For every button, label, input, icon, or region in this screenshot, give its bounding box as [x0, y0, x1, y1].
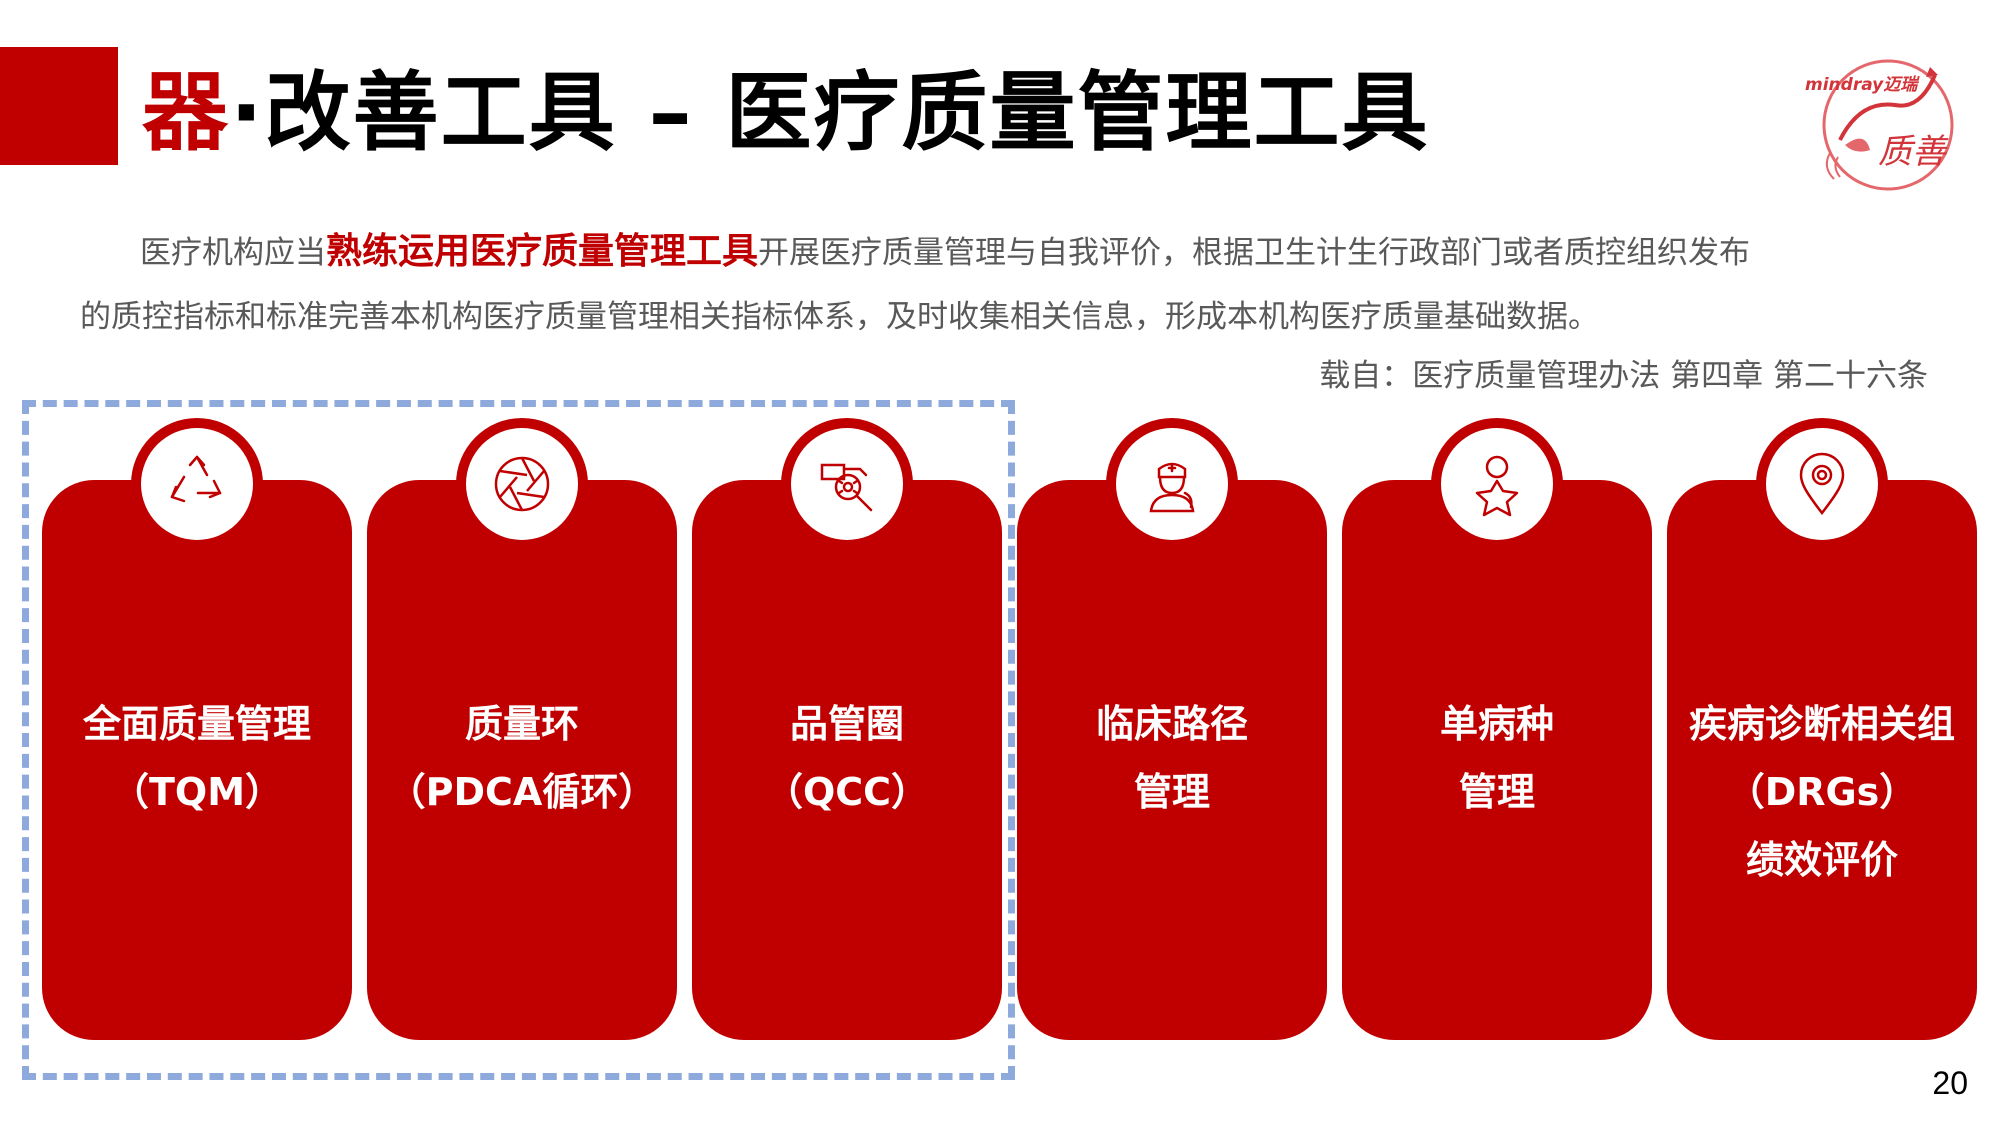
citation-source: 载自：医疗质量管理办法 第四章 第二十六条	[1319, 358, 1928, 394]
mindray-seal-logo: 质善	[1822, 59, 1954, 191]
card-single-disease	[1342, 480, 1652, 1040]
intro-paragraph: 医疗机构应当熟练运用医疗质量管理工具开展医疗质量管理与自我评价，根据卫生计生行政…	[80, 220, 1940, 349]
svg-text:质善: 质善	[1878, 132, 1949, 172]
recycle-icon	[170, 455, 222, 503]
page-number: 20	[1932, 1065, 1968, 1101]
paragraph-lead: 医疗机构应当	[140, 235, 326, 271]
card-clinical-pathway	[1017, 480, 1327, 1040]
card-subtitle: 管理	[1133, 770, 1210, 814]
title-accent-char: 器	[142, 63, 230, 163]
card-label-single-disease: 单病种 管理	[1342, 690, 1652, 826]
card-label-pdca: 质量环 （PDCA循环）	[367, 690, 677, 826]
card-subtitle-2: 绩效评价	[1745, 838, 1898, 882]
card-icon-circle	[141, 428, 253, 540]
card-label-qcc: 品管圈 （QCC）	[692, 690, 1002, 826]
card-qcc	[692, 480, 1002, 1040]
person-star-icon	[1475, 455, 1519, 517]
card-subtitle: （QCC）	[764, 770, 930, 814]
card-title: 全面质量管理	[82, 702, 311, 746]
paragraph-line-2: 的质控指标和标准完善本机构医疗质量管理相关指标体系，及时收集相关信息，形成本机构…	[80, 299, 1599, 335]
card-title: 临床路径	[1095, 702, 1248, 746]
card-subtitle: （TQM）	[110, 770, 284, 814]
card-label-tqm: 全面质量管理 （TQM）	[42, 690, 352, 826]
card-title: 单病种	[1439, 702, 1554, 746]
card-icon-circle	[1766, 428, 1878, 540]
card-subtitle: （PDCA循环）	[387, 770, 657, 814]
location-pin-icon	[1799, 452, 1845, 516]
card-pdca	[367, 480, 677, 1040]
card-icon-circle	[1441, 428, 1553, 540]
card-subtitle: 管理	[1458, 770, 1535, 814]
slide-title: 器·改善工具 – 医疗质量管理工具	[142, 58, 1430, 168]
card-title: 品管圈	[789, 702, 904, 746]
dashed-group-frame	[22, 400, 1015, 1080]
paragraph-line-1: 医疗机构应当熟练运用医疗质量管理工具开展医疗质量管理与自我评价，根据卫生计生行政…	[80, 220, 1940, 285]
card-icon-circle	[466, 428, 578, 540]
aperture-icon	[494, 456, 550, 512]
magnifier-bug-icon	[820, 463, 873, 512]
card-icon-circle	[791, 428, 903, 540]
nurse-icon	[1149, 462, 1195, 513]
card-label-drgs: 疾病诊断相关组 （DRGs） 绩效评价	[1667, 690, 1977, 894]
card-icon-circle	[1116, 428, 1228, 540]
title-text: ·改善工具 – 医疗质量管理工具	[230, 63, 1430, 163]
card-title: 质量环	[464, 702, 579, 746]
card-subtitle: （DRGs）	[1726, 770, 1918, 814]
paragraph-line1-rest: 开展医疗质量管理与自我评价，根据卫生计生行政部门或者质控组织发布	[758, 235, 1751, 271]
card-drgs	[1667, 480, 1977, 1040]
title-accent-bar	[0, 47, 118, 165]
card-label-clinical-pathway: 临床路径 管理	[1017, 690, 1327, 826]
card-tqm	[42, 480, 352, 1040]
brand-wordmark: mindray迈瑞	[1805, 75, 1918, 95]
paragraph-highlight: 熟练运用医疗质量管理工具	[326, 231, 759, 272]
card-title: 疾病诊断相关组	[1688, 702, 1955, 746]
